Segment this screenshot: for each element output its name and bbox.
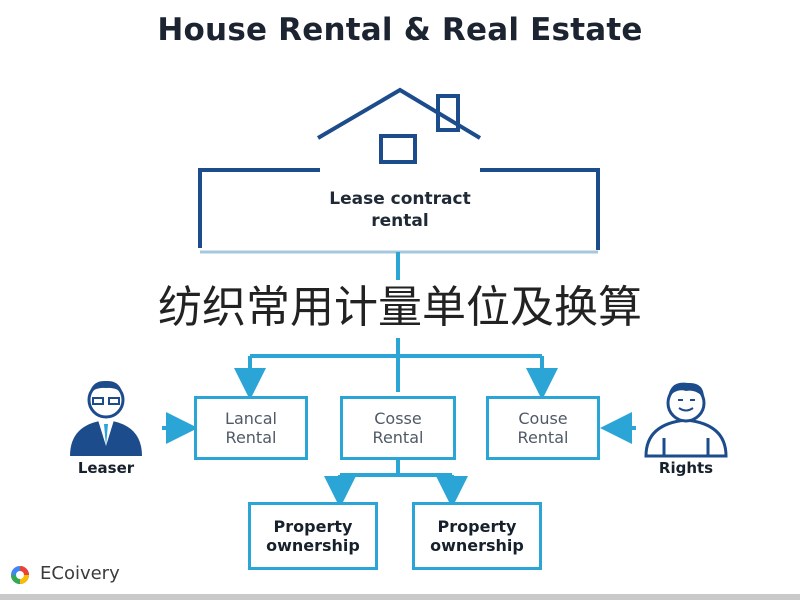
brand-logo-icon — [11, 566, 29, 584]
rental-box-right-line1: Couse — [518, 409, 568, 428]
ownership-box-right: Property ownership — [412, 502, 542, 570]
rental-box-right: Couse Rental — [486, 396, 600, 460]
ownership-box-right-line2: ownership — [430, 536, 524, 555]
ownership-box-left-line2: ownership — [266, 536, 360, 555]
house-label-line1: Lease contract — [329, 189, 471, 209]
rental-box-center-line2: Rental — [372, 428, 424, 447]
rental-box-left: Lancal Rental — [194, 396, 308, 460]
rights-label: Rights — [658, 459, 714, 477]
person-icon — [644, 382, 728, 458]
rental-box-left-line1: Lancal — [225, 409, 277, 428]
ownership-box-left: Property ownership — [248, 502, 378, 570]
house-label: Lease contract rental — [270, 188, 530, 232]
brand-watermark: ECoivery — [40, 563, 120, 584]
businessman-icon — [70, 380, 142, 456]
overlay-caption: 纺织常用计量单位及换算 — [158, 282, 642, 333]
page-title: House Rental & Real Estate — [157, 12, 643, 48]
house-outline — [198, 87, 600, 250]
rental-box-center: Cosse Rental — [340, 396, 456, 460]
leaser-label: Leaser — [77, 459, 135, 477]
ownership-box-right-line1: Property — [437, 517, 517, 536]
connector-lines — [162, 252, 636, 508]
bottom-bar — [0, 594, 800, 600]
rental-box-center-line1: Cosse — [374, 409, 422, 428]
brand-name: ECoivery — [40, 563, 120, 584]
house-label-line2: rental — [371, 211, 429, 231]
rental-box-right-line2: Rental — [517, 428, 569, 447]
rental-box-left-line2: Rental — [225, 428, 277, 447]
ownership-box-left-line1: Property — [273, 517, 353, 536]
